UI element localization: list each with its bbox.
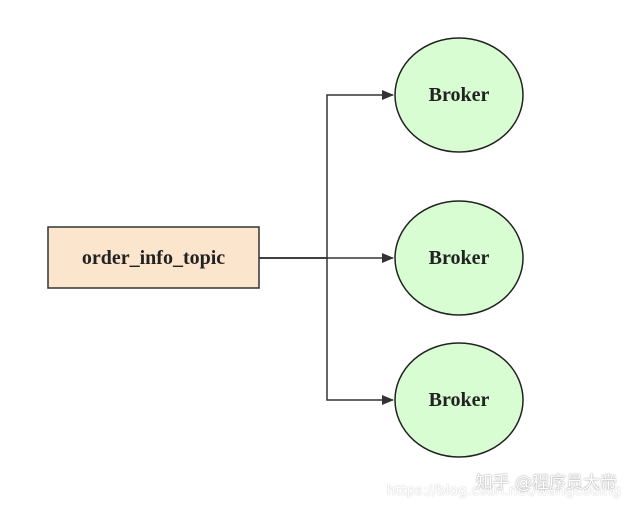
broker-label: Broker xyxy=(429,389,490,411)
broker-circle xyxy=(394,342,524,458)
connector-to-broker-3 xyxy=(259,257,394,405)
connectors xyxy=(259,90,394,405)
topic-label: order_info_topic xyxy=(82,247,225,269)
watermark-url: https://blog.csdn.net/wangcoding xyxy=(386,483,621,499)
connector-to-broker-1 xyxy=(259,90,394,259)
broker-node-1: Broker xyxy=(394,37,524,153)
topic-box xyxy=(47,226,260,289)
broker-label: Broker xyxy=(429,84,490,106)
broker-circle xyxy=(394,200,524,316)
topic-node: order_info_topic xyxy=(47,226,260,289)
watermark-main: 知乎 @程序员大帝 xyxy=(475,473,617,493)
broker-node-3: Broker xyxy=(394,342,524,458)
broker-circle xyxy=(394,37,524,153)
broker-node-2: Broker xyxy=(394,200,524,316)
broker-label: Broker xyxy=(429,247,490,269)
